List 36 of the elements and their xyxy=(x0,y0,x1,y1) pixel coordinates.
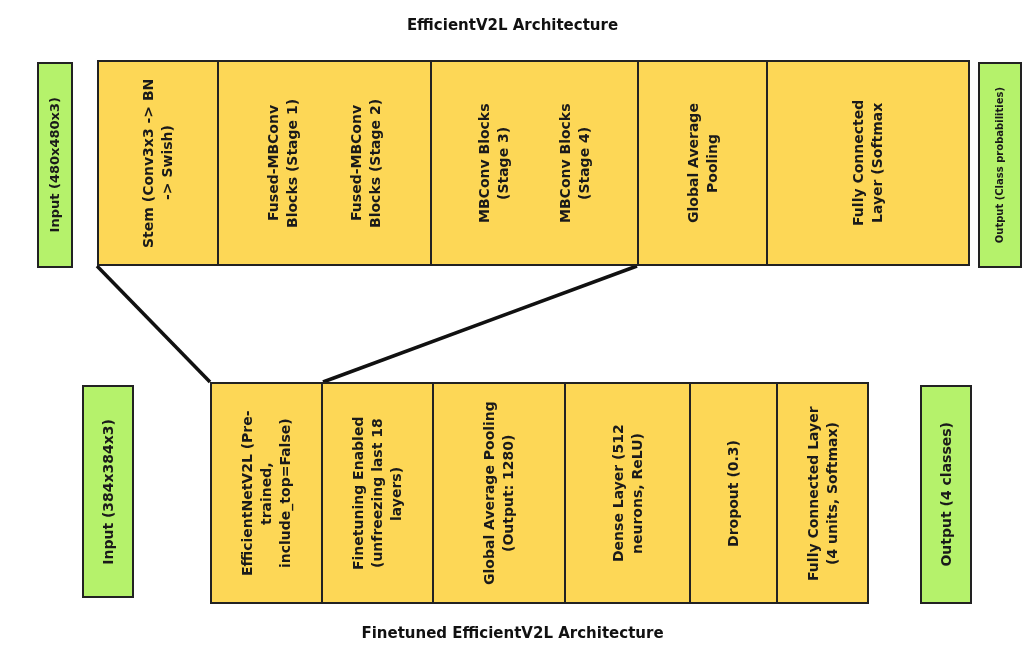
layer-label: Global Average Pooling (Output: 1280) xyxy=(480,400,517,587)
layer-label: Input (480x480x3) xyxy=(46,97,64,233)
layer-label: Input (384x384x3) xyxy=(98,418,117,565)
diagram-caption: Finetuned EfficientV2L Architecture xyxy=(360,624,665,642)
layer-label: MBConv Blocks (Stage 4) xyxy=(556,102,593,225)
io-box xyxy=(920,385,972,604)
io-box xyxy=(978,62,1022,268)
layer-label: Dropout (0.3) xyxy=(724,439,743,547)
layer-label: Fully Connected Layer (Softmax xyxy=(849,98,886,229)
layer-box xyxy=(97,60,219,266)
layer-box xyxy=(432,382,566,604)
layer-box xyxy=(637,60,768,266)
connector-line xyxy=(322,264,638,384)
layer-box xyxy=(321,382,434,604)
io-box xyxy=(37,62,73,268)
layer-label: Finetuning Enabled (unfreezing last 18 layers) xyxy=(349,415,405,572)
layer-label: Output (4 classes) xyxy=(936,422,955,567)
layer-box xyxy=(430,60,639,266)
layer-box xyxy=(776,382,869,604)
layer-box xyxy=(689,382,778,604)
layer-label: MBConv Blocks (Stage 3) xyxy=(475,102,513,225)
layer-box xyxy=(766,60,970,266)
layer-box xyxy=(210,382,323,604)
layer-box xyxy=(564,382,691,604)
diagram-title: EfficientV2L Architecture xyxy=(405,16,620,34)
layer-box xyxy=(217,60,432,266)
layer-label: Output (Class probabilities) xyxy=(993,86,1007,244)
layer-label: Dense Layer (512 neurons, ReLU) xyxy=(608,423,646,564)
layer-label: Fused-MBConv Blocks (Stage 1) xyxy=(264,97,302,230)
layer-label: Fully Connected Layer (4 units, Softmax) xyxy=(803,404,841,583)
layer-label: Stem (Conv3x3 -> BN -> Swish) xyxy=(139,78,176,248)
io-box xyxy=(82,385,134,598)
layer-label: Fused-MBConv Blocks (Stage 2) xyxy=(347,97,384,230)
connector-line xyxy=(95,264,212,384)
layer-label: EfficientNetV2L (Pre-trained, include_top=False) xyxy=(238,409,295,578)
layer-label: Global Average Pooling xyxy=(683,102,721,225)
